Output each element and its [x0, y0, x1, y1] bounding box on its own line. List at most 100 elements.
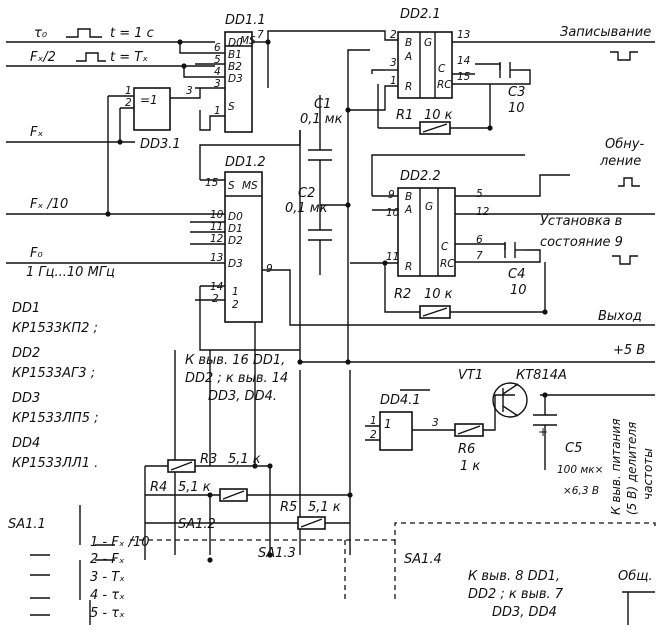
svg-text:DD2: DD2 — [12, 346, 40, 361]
svg-text:10: 10 — [508, 101, 525, 116]
resistor-r4: R4 5,1 к — [150, 480, 248, 502]
switch-linkage — [130, 522, 656, 541]
gate-dd4-1: 1 DD4.1 1 2 3 — [370, 393, 439, 451]
resistor-r3: R3 5,1 к — [167, 452, 261, 473]
label-fx: Fₓ — [30, 125, 43, 140]
svg-text:D1: D1 — [228, 223, 243, 235]
chip-dd2-1: DD2.1 B A R G C RC 2 3 1 13 14 15 — [390, 7, 471, 99]
svg-text:1: 1 — [390, 75, 397, 87]
svg-text:R1: R1 — [396, 108, 413, 123]
svg-text:0,1 мк: 0,1 мк — [300, 112, 343, 127]
capacitor-c3: C3 10 — [499, 62, 525, 116]
capacitor-c1: C1 0,1 мк — [300, 97, 343, 161]
svg-text:12: 12 — [476, 206, 490, 218]
svg-text:=1: =1 — [140, 93, 158, 107]
ground-label: Общ. — [618, 569, 653, 584]
svg-text:(5 В) делителя: (5 В) делителя — [625, 422, 639, 515]
svg-text:R5: R5 — [280, 500, 297, 515]
label-fx10: Fₓ /10 — [30, 197, 68, 212]
svg-text:5: 5 — [476, 188, 483, 200]
svg-text:C4: C4 — [508, 267, 525, 282]
svg-text:КР1533ЛП5 ;: КР1533ЛП5 ; — [12, 411, 99, 426]
svg-text:C: C — [441, 241, 449, 253]
resistor-r5: R5 5,1 к — [280, 500, 341, 530]
sa1-4-label: SA1.4 — [404, 552, 442, 567]
svg-text:B: B — [405, 191, 412, 203]
svg-text:B2: B2 — [228, 61, 242, 73]
chip-dd2-2: DD2.2 B A R G C RC 9 10 11 5 12 6 7 — [386, 169, 490, 277]
svg-text:1: 1 — [370, 415, 377, 427]
chip-dd1-1: DD1.1 D0 B1 B2 D3 S MS 6 5 4 3 1 7 — [214, 13, 266, 133]
svg-text:100 мк×: 100 мк× — [557, 464, 603, 476]
chip-dd1-2: DD1.2 S D0 D1 D2 D3 1 2 MS 15 10 11 12 1… — [205, 155, 273, 323]
svg-text:C3: C3 — [508, 85, 525, 100]
svg-text:R: R — [405, 81, 412, 93]
svg-text:14: 14 — [457, 55, 470, 67]
svg-text:5 - τₓ: 5 - τₓ — [90, 606, 125, 621]
svg-text:D2: D2 — [228, 235, 243, 247]
switch-sa1: SA1.1 SA1.2 SA1.3 SA1.4 1 - Fₓ /10 2 - F… — [8, 517, 442, 621]
svg-text:5,1 к: 5,1 к — [308, 500, 341, 515]
svg-text:4: 4 — [214, 66, 221, 78]
svg-text:5: 5 — [214, 54, 221, 66]
svg-text:15: 15 — [457, 71, 471, 83]
svg-text:S: S — [228, 101, 235, 113]
dd1-1-title: DD1.1 — [225, 13, 266, 28]
svg-text:2: 2 — [370, 429, 377, 441]
svg-text:+: + — [538, 425, 548, 439]
svg-text:1: 1 — [232, 286, 239, 298]
svg-text:DD3, DD4: DD3, DD4 — [492, 605, 557, 620]
label-set-2: состояние 9 — [540, 235, 623, 250]
label-write: Записывание — [560, 25, 651, 40]
svg-text:1 - Fₓ /10: 1 - Fₓ /10 — [90, 535, 150, 550]
svg-text:10 к: 10 к — [424, 108, 453, 123]
svg-text:R4: R4 — [150, 480, 167, 495]
svg-text:RC: RC — [440, 258, 455, 270]
chip-legend: DD1 КР1533КП2 ; DD2 КР1533АГ3 ; DD3 КР15… — [12, 301, 99, 471]
svg-text:R6: R6 — [458, 442, 475, 457]
svg-text:4 - τₓ: 4 - τₓ — [90, 588, 125, 603]
label-tx: t = Tₓ — [110, 50, 148, 65]
resistor-r6: R6 1 к — [454, 423, 484, 474]
output-labels: Записывание Обну- ление Установка в сост… — [540, 25, 651, 358]
svg-text:2 - Fₓ: 2 - Fₓ — [90, 552, 125, 567]
svg-text:3 - Tₓ: 3 - Tₓ — [90, 570, 125, 585]
svg-text:2: 2 — [232, 299, 239, 311]
svg-text:D3: D3 — [228, 258, 243, 270]
svg-text:0,1 мк: 0,1 мк — [285, 201, 328, 216]
sa1-3-label: SA1.3 — [258, 546, 296, 561]
resistor-r2: R2 10 к — [394, 287, 453, 319]
svg-text:A: A — [404, 204, 412, 216]
transistor-vt1: VT1 КТ814А — [458, 368, 567, 418]
label-tau0: τ₀ — [34, 26, 48, 41]
svg-text:DD2 ; к выв. 14: DD2 ; к выв. 14 — [185, 371, 288, 386]
label-f0-range: 1 Гц...10 МГц — [26, 265, 115, 280]
input-labels: τ₀ t = 1 c Fₓ/2 t = Tₓ Fₓ Fₓ /10 F₀ 1 Гц… — [26, 26, 154, 280]
ground-note: К выв. 8 DD1, DD2 ; к выв. 7 DD3, DD4 Об… — [468, 569, 653, 620]
svg-text:2: 2 — [212, 293, 219, 305]
svg-text:13: 13 — [210, 252, 223, 264]
dd2-1-title: DD2.1 — [400, 7, 441, 22]
svg-text:6: 6 — [476, 234, 483, 246]
svg-text:11: 11 — [210, 221, 223, 233]
svg-text:B1: B1 — [228, 49, 242, 61]
sa1-2-label: SA1.2 — [178, 517, 216, 532]
svg-text:10: 10 — [386, 207, 400, 219]
svg-text:DD2 ; к выв. 7: DD2 ; к выв. 7 — [468, 587, 564, 602]
svg-text:2: 2 — [390, 29, 397, 41]
svg-text:10: 10 — [510, 283, 527, 298]
svg-text:1: 1 — [214, 105, 221, 117]
svg-text:6: 6 — [214, 42, 221, 54]
dd4-1-title: DD4.1 — [380, 393, 421, 408]
sa1-1-label: SA1.1 — [8, 517, 46, 532]
svg-text:MS: MS — [240, 35, 256, 47]
resistor-r1: R1 10 к — [396, 108, 453, 135]
svg-text:R2: R2 — [394, 287, 411, 302]
svg-text:DD3, DD4.: DD3, DD4. — [208, 389, 277, 404]
label-set-1: Установка в — [540, 214, 622, 229]
dd2-2-title: DD2.2 — [400, 169, 441, 184]
label-fx2: Fₓ/2 — [30, 50, 56, 65]
svg-text:1: 1 — [384, 417, 392, 431]
svg-text:VT1: VT1 — [458, 368, 483, 383]
svg-text:DD4: DD4 — [12, 436, 40, 451]
